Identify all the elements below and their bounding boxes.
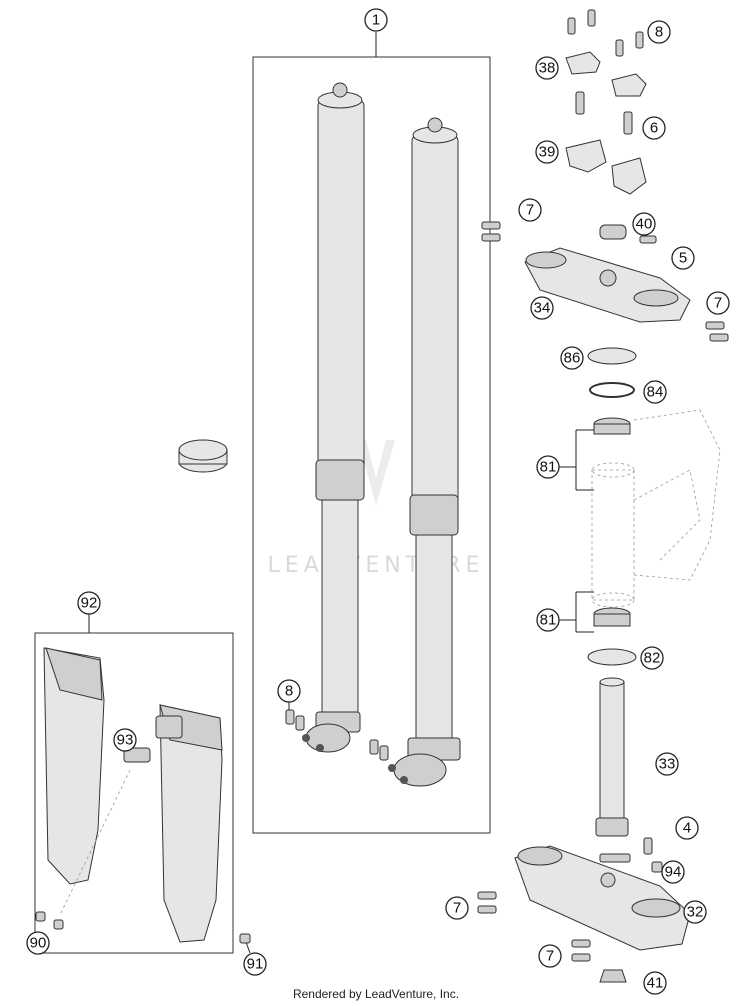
callout-39: 39	[535, 140, 559, 164]
svg-text:4: 4	[683, 820, 691, 837]
svg-text:91: 91	[247, 956, 264, 973]
svg-text:81: 81	[540, 459, 557, 476]
callout-86: 86	[560, 346, 584, 370]
svg-text:81: 81	[540, 612, 557, 629]
frame-head-tube-outline	[591, 409, 721, 608]
callout-7-top: 7	[518, 198, 542, 222]
callout-7-bottom: 7	[538, 944, 562, 968]
svg-text:92: 92	[81, 595, 98, 612]
callout-8-fork: 8	[277, 679, 301, 703]
fork-assembly-frame	[252, 56, 491, 834]
svg-text:7: 7	[526, 202, 534, 219]
svg-text:5: 5	[679, 250, 687, 267]
svg-text:38: 38	[539, 60, 556, 77]
callout-93: 93	[113, 728, 137, 752]
callout-1: 1	[364, 8, 388, 32]
svg-text:7: 7	[714, 295, 722, 312]
callout-4: 4	[675, 816, 699, 840]
svg-text:8: 8	[285, 683, 293, 700]
fork-leg-left	[302, 82, 365, 753]
svg-text:93: 93	[117, 732, 134, 749]
callout-81-bottom: 81	[536, 608, 560, 632]
svg-text:40: 40	[636, 216, 653, 233]
fork-leg-right	[388, 117, 461, 787]
steering-stem	[595, 677, 629, 837]
svg-text:84: 84	[647, 384, 664, 401]
upper-triple-clamp	[481, 221, 729, 342]
callout-8-top: 8	[647, 20, 671, 44]
bearing-stack	[575, 347, 637, 666]
handlebar-clamp-bolts	[567, 9, 644, 57]
svg-text:86: 86	[564, 350, 581, 367]
svg-text:7: 7	[453, 900, 461, 917]
svg-text:41: 41	[647, 975, 664, 992]
callout-7-lower: 7	[445, 896, 469, 920]
footer-credit: Rendered by LeadVenture, Inc.	[293, 987, 459, 1001]
callout-32: 32	[683, 900, 707, 924]
callout-81-top: 81	[536, 455, 560, 479]
svg-text:82: 82	[644, 650, 661, 667]
callout-90: 90	[26, 931, 50, 955]
callout-94: 94	[661, 860, 685, 884]
callout-38: 38	[535, 56, 559, 80]
handlebar-clamp-upper	[565, 51, 647, 97]
callout-6: 6	[642, 116, 666, 140]
svg-text:94: 94	[665, 864, 682, 881]
svg-text:32: 32	[687, 904, 704, 921]
callout-40: 40	[632, 212, 656, 236]
loose-ring-part	[178, 439, 228, 473]
callout-33: 33	[655, 752, 679, 776]
fork-protector-group	[34, 614, 234, 954]
callout-7-right: 7	[706, 291, 730, 315]
guard-bracket	[123, 747, 151, 763]
svg-text:7: 7	[546, 948, 554, 965]
callout-91: 91	[243, 952, 267, 976]
lower-triple-clamp	[477, 837, 691, 983]
svg-text:1: 1	[372, 12, 380, 29]
svg-text:8: 8	[655, 24, 663, 41]
callout-82: 82	[640, 646, 664, 670]
handlebar-clamp-lower	[565, 91, 647, 195]
callout-84: 84	[643, 380, 667, 404]
callout-41: 41	[643, 971, 667, 995]
fork-clamp-bolts	[285, 702, 389, 761]
fork-protector-frame	[34, 632, 234, 954]
svg-text:90: 90	[30, 935, 47, 952]
callout-5: 5	[671, 246, 695, 270]
fork-assembly-group	[252, 32, 491, 834]
svg-text:33: 33	[659, 756, 676, 773]
callout-34: 34	[530, 296, 554, 320]
callout-92: 92	[77, 591, 101, 615]
svg-text:34: 34	[534, 300, 551, 317]
svg-text:39: 39	[539, 144, 556, 161]
svg-text:6: 6	[650, 120, 658, 137]
